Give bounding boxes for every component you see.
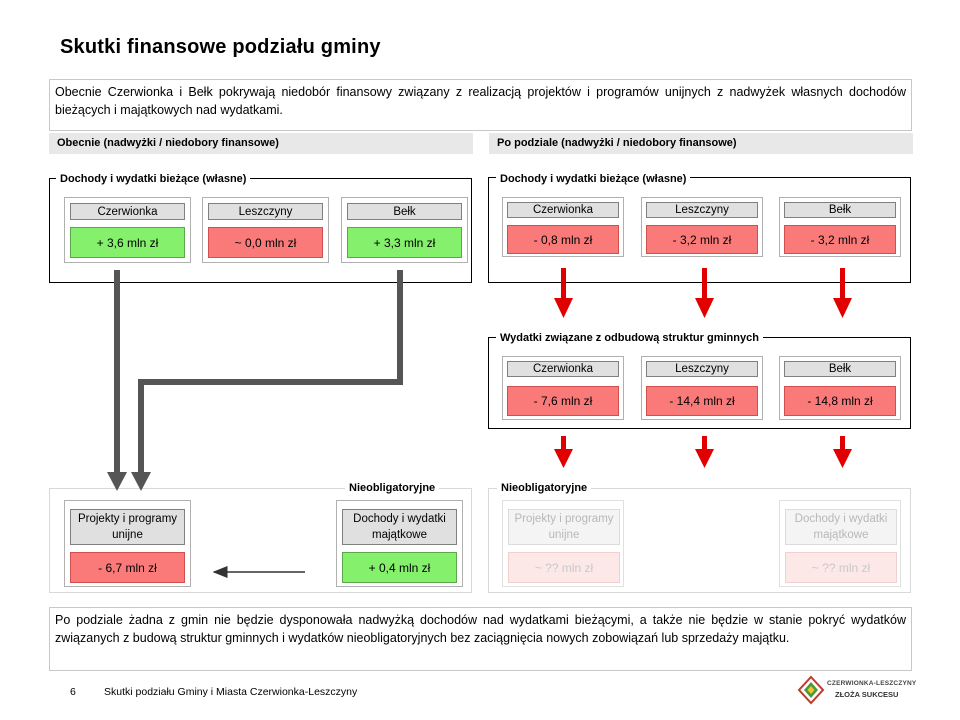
red-arrow-czerwionka-2: [554, 436, 573, 468]
right-struct-tile-belk: Bełk - 14,8 mln zł: [779, 356, 901, 420]
logo-line1: CZERWIONKA-LESZCZYNY: [827, 680, 917, 687]
gray-arrow-belk: [131, 270, 403, 491]
right-current-tile-czerwionka: Czerwionka - 0,8 mln zł: [502, 197, 624, 257]
tile-value: - 14,4 mln zł: [646, 386, 758, 416]
tile-name: Projekty i programy unijne: [508, 509, 620, 545]
right-current-label: Dochody i wydatki bieżące (własne): [496, 172, 691, 186]
left-current-tile-leszczyny: Leszczyny ~ 0,0 mln zł: [202, 197, 329, 263]
right-nonobl-tile-eu-projects: Projekty i programy unijne ~ ?? mln zł: [502, 500, 624, 587]
left-current-tile-czerwionka: Czerwionka + 3,6 mln zł: [64, 197, 191, 263]
tile-name: Dochody i wydatki majątkowe: [342, 509, 457, 545]
tile-name: Leszczyny: [646, 202, 758, 218]
red-arrow-czerwionka-1: [554, 268, 573, 318]
red-arrow-belk-2: [833, 436, 852, 468]
right-current-tile-belk: Bełk - 3,2 mln zł: [779, 197, 901, 257]
right-nonobl-frame: [488, 488, 911, 593]
tile-name: Leszczyny: [646, 361, 758, 377]
right-section-header: Po podziale (nadwyżki / niedobory finans…: [489, 133, 913, 154]
right-nonobl-label: Nieobligatoryjne: [497, 481, 592, 495]
tile-value: - 6,7 mln zł: [70, 552, 185, 583]
tile-value: ~ 0,0 mln zł: [208, 227, 323, 258]
left-nonobl-frame: [49, 488, 472, 593]
tile-name: Bełk: [347, 203, 462, 220]
tile-name: Bełk: [784, 361, 896, 377]
left-nonobl-label: Nieobligatoryjne: [345, 481, 440, 495]
right-struct-label: Wydatki związane z odbudową struktur gmi…: [496, 331, 763, 345]
left-nonobl-tile-capital: Dochody i wydatki majątkowe + 0,4 mln zł: [336, 500, 463, 587]
right-current-tile-leszczyny: Leszczyny - 3,2 mln zł: [641, 197, 763, 257]
right-struct-tile-leszczyny: Leszczyny - 14,4 mln zł: [641, 356, 763, 420]
red-arrow-leszczyny-2: [695, 436, 714, 468]
tile-value: ~ ?? mln zł: [785, 552, 897, 583]
left-section-header: Obecnie (nadwyżki / niedobory finansowe): [49, 133, 473, 154]
tile-value: - 0,8 mln zł: [507, 225, 619, 254]
left-current-label: Dochody i wydatki bieżące (własne): [56, 172, 251, 186]
left-nonobl-tile-eu-projects: Projekty i programy unijne - 6,7 mln zł: [64, 500, 191, 587]
conclusion-text: Po podziale żadna z gmin nie będzie dysp…: [49, 607, 912, 671]
gray-arrow-czerwionka: [107, 270, 127, 491]
logo-mark-icon: [797, 675, 825, 705]
tile-value: - 14,8 mln zł: [784, 386, 896, 416]
tile-value: ~ ?? mln zł: [508, 552, 620, 583]
tile-name: Dochody i wydatki majątkowe: [785, 509, 897, 545]
tile-name: Projekty i programy unijne: [70, 509, 185, 545]
intro-text: Obecnie Czerwionka i Bełk pokrywają nied…: [49, 79, 912, 131]
tile-value: + 0,4 mln zł: [342, 552, 457, 583]
tile-name: Leszczyny: [208, 203, 323, 220]
tile-value: - 3,2 mln zł: [784, 225, 896, 254]
tile-name: Czerwionka: [507, 202, 619, 218]
red-arrow-belk-1: [833, 268, 852, 318]
brand-logo: CZERWIONKA-LESZCZYNY ZŁOŻA SUKCESU: [797, 675, 927, 705]
page-title: Skutki finansowe podziału gminy: [60, 36, 381, 58]
tile-name: Czerwionka: [507, 361, 619, 377]
left-current-frame: [49, 178, 472, 283]
tile-value: - 7,6 mln zł: [507, 386, 619, 416]
tile-name: Czerwionka: [70, 203, 185, 220]
left-current-tile-belk: Bełk + 3,3 mln zł: [341, 197, 468, 263]
tile-name: Bełk: [784, 202, 896, 218]
logo-line2: ZŁOŻA SUKCESU: [835, 690, 899, 699]
page-number: 6: [70, 686, 76, 698]
tile-value: + 3,3 mln zł: [347, 227, 462, 258]
footer-text: Skutki podziału Gminy i Miasta Czerwionk…: [104, 686, 358, 698]
right-current-frame: [488, 177, 911, 283]
tile-value: - 3,2 mln zł: [646, 225, 758, 254]
right-struct-tile-czerwionka: Czerwionka - 7,6 mln zł: [502, 356, 624, 420]
right-nonobl-tile-capital: Dochody i wydatki majątkowe ~ ?? mln zł: [779, 500, 901, 587]
tile-value: + 3,6 mln zł: [70, 227, 185, 258]
red-arrow-leszczyny-1: [695, 268, 714, 318]
